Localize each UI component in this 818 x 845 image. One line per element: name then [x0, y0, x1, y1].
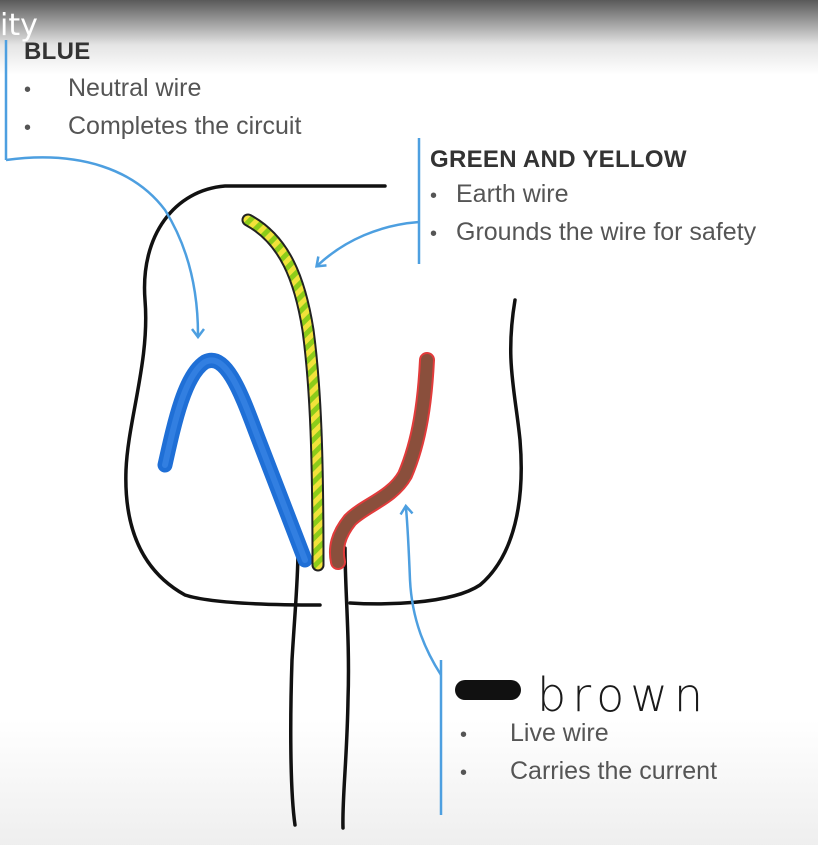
- video-title-fragment: ity: [0, 8, 38, 43]
- live-bullet-2: • Carries the current: [460, 753, 717, 791]
- live-bullet-1-text: Live wire: [510, 719, 609, 747]
- bullet-dot: •: [430, 185, 438, 207]
- scribbled-out-text: [455, 680, 521, 700]
- neutral-bullet-1-text: Neutral wire: [68, 74, 202, 102]
- cable-right-edge: [341, 546, 351, 830]
- live-bullet-2-text: Carries the current: [510, 757, 718, 785]
- video-bottom-shade: [0, 720, 818, 845]
- live-handwritten-label: brown: [537, 668, 710, 722]
- neutral-bullet-2: • Completes the circuit: [24, 108, 301, 146]
- plug-outline-right: [348, 298, 523, 606]
- earth-heading: GREEN AND YELLOW: [430, 146, 687, 173]
- neutral-bullet-2-text: Completes the circuit: [68, 112, 302, 140]
- video-top-shade: [0, 0, 818, 75]
- plug-outline: [124, 184, 387, 607]
- bullet-dot: •: [430, 223, 438, 245]
- bullet-dot: •: [24, 79, 32, 101]
- live-label-block: • Live wire • Carries the current: [460, 715, 717, 791]
- neutral-arrow: [5, 156, 205, 340]
- earth-bullet-1-text: Earth wire: [456, 180, 569, 208]
- earth-arrow: [315, 220, 420, 268]
- earth-label-block: GREEN AND YELLOW • Earth wire • Grounds …: [430, 146, 756, 252]
- bullet-dot: •: [24, 117, 32, 139]
- neutral-heading: BLUE: [24, 38, 91, 65]
- neutral-label-block: BLUE • Neutral wire • Completes the circ…: [24, 38, 301, 146]
- bullet-dot: •: [460, 724, 468, 746]
- earth-bullet-2-text: Grounds the wire for safety: [456, 218, 757, 246]
- neutral-bullet-1: • Neutral wire: [24, 70, 301, 108]
- live-arrow: [399, 503, 443, 676]
- earth-bullet-1: • Earth wire: [430, 176, 756, 214]
- earth-bullet-2: • Grounds the wire for safety: [430, 214, 756, 252]
- cable-left-edge: [289, 548, 300, 827]
- live-bullet-1: • Live wire: [460, 715, 717, 753]
- bullet-dot: •: [460, 762, 468, 784]
